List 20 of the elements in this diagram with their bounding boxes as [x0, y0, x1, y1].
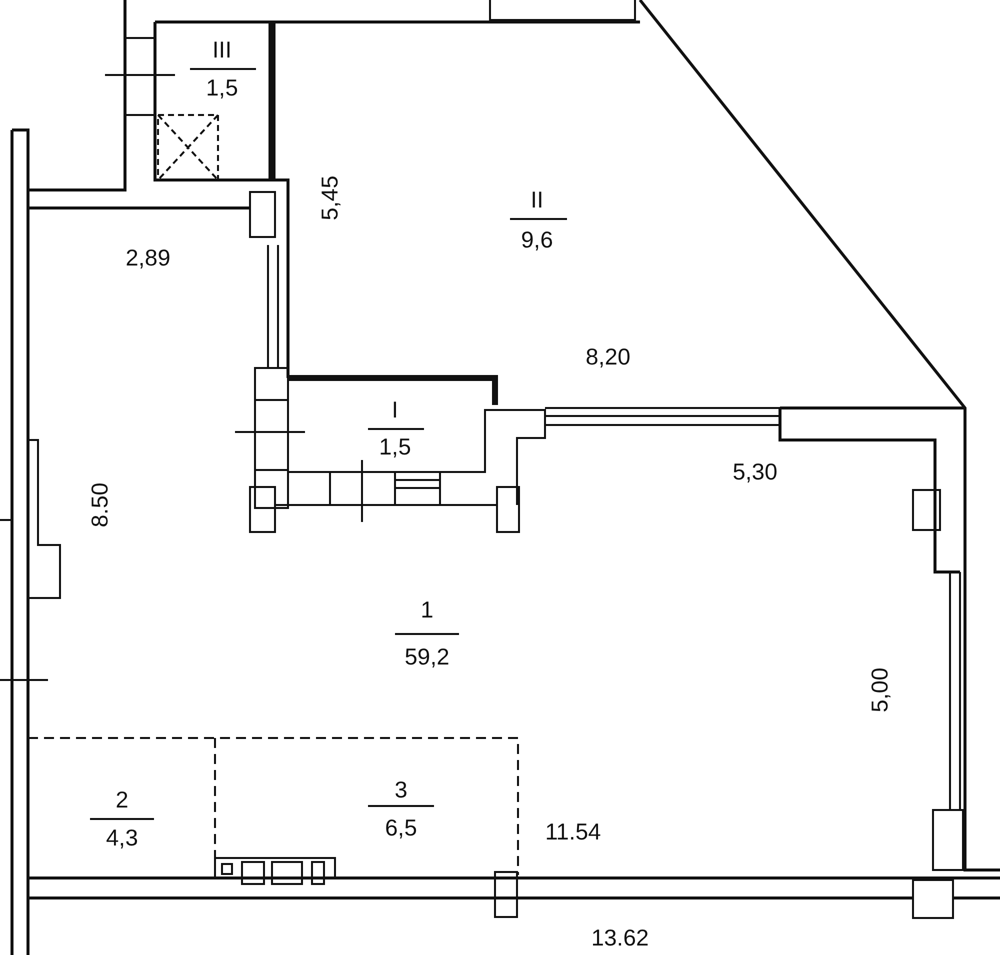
dimension-label: 11.54 [545, 820, 601, 844]
room-number: I [392, 398, 398, 422]
dimension-label: 5,00 [868, 668, 892, 712]
dimension-label: 8.50 [88, 482, 112, 528]
room-area: 1,5 [206, 76, 238, 100]
room-number: 1 [420, 598, 434, 622]
room-area: 6,5 [385, 816, 417, 840]
dimension-label: 8,20 [586, 346, 630, 368]
room-area: 9,6 [521, 228, 553, 252]
room-number: II [530, 188, 544, 212]
room-area: 4,3 [106, 826, 138, 850]
dimension-label: 5,30 [732, 460, 778, 484]
dimension-label: 2,89 [126, 246, 170, 270]
room-number: 2 [116, 788, 128, 812]
room-area: 59,2 [404, 646, 450, 668]
dimension-label: 13.62 [591, 926, 649, 950]
room-number: III [212, 38, 232, 62]
dimension-label: 5,45 [318, 176, 342, 220]
room-area: 1,5 [379, 436, 411, 458]
room-number: 3 [394, 778, 408, 802]
